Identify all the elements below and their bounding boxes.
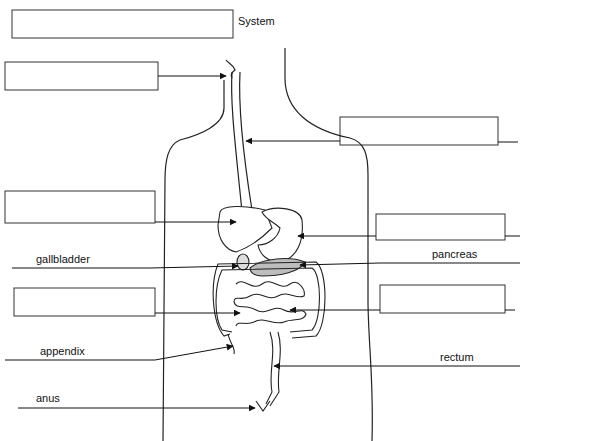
organ-label: anus xyxy=(36,392,60,405)
blank-title-box xyxy=(12,10,233,38)
label-underline xyxy=(380,366,520,367)
pointer-arrow xyxy=(158,76,226,77)
pointer-arrow xyxy=(150,266,238,268)
label-underline xyxy=(12,268,150,269)
organ-label: appendix xyxy=(40,345,85,358)
box-tail-line xyxy=(498,142,518,143)
rectum-shape xyxy=(270,332,280,406)
pointer-arrow xyxy=(246,141,340,142)
pointer-arrow xyxy=(274,366,380,367)
pointer-arrow xyxy=(155,313,240,314)
box-tail-line xyxy=(505,310,515,311)
pointer-arrow xyxy=(155,222,236,223)
organ-label: gallbladder xyxy=(36,253,90,266)
blank-answer-box xyxy=(5,191,155,223)
label-underline xyxy=(380,263,520,264)
rectum-shape xyxy=(266,332,273,404)
blank-answer-box xyxy=(340,117,498,145)
blank-answer-box xyxy=(380,285,505,313)
pointer-arrow xyxy=(165,408,255,409)
label-underline xyxy=(18,408,165,409)
large-intestine-outline xyxy=(213,262,325,338)
large-intestine-outline xyxy=(216,268,320,332)
label-underline xyxy=(5,360,155,361)
pointer-arrow xyxy=(298,236,376,237)
body-outline xyxy=(163,80,224,441)
appendix-shape xyxy=(228,334,234,354)
diagram-title: System xyxy=(238,15,275,28)
pointer-arrow xyxy=(300,263,380,265)
pointer-arrow xyxy=(155,346,233,360)
box-tail-line xyxy=(505,236,520,237)
mouth-outline xyxy=(226,60,235,78)
small-intestine-coils xyxy=(234,282,306,326)
gallbladder-shape xyxy=(237,254,249,270)
blank-answer-box xyxy=(14,288,155,316)
esophagus-outline xyxy=(232,72,242,212)
anus-shape xyxy=(256,401,270,411)
pointer-arrow xyxy=(290,310,380,311)
stomach-shape xyxy=(258,208,302,262)
blank-answer-box xyxy=(5,62,158,90)
pancreas-shape xyxy=(250,259,305,276)
organ-label: pancreas xyxy=(432,248,477,261)
blank-answer-box xyxy=(376,214,505,240)
organ-label: rectum xyxy=(440,351,474,364)
